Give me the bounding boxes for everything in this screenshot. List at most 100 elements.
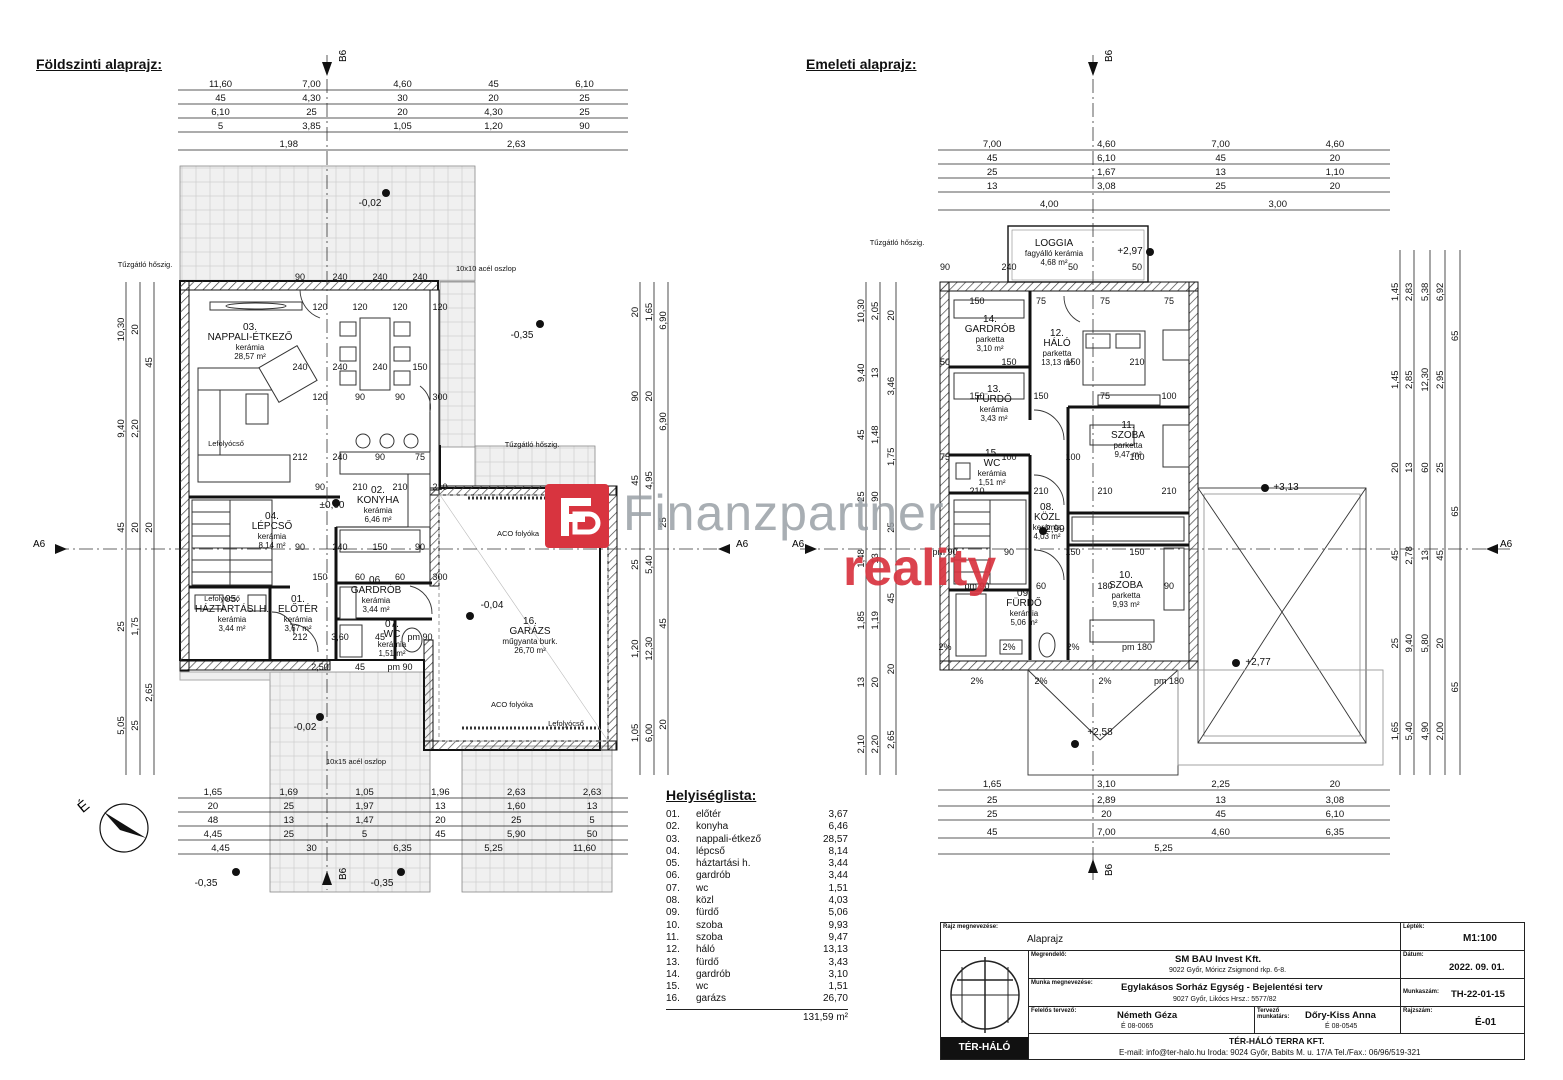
dimension-label: 3,00 [1269, 199, 1288, 210]
dimension-label: 11,60 [209, 79, 232, 90]
dimension-label: 6,90 [658, 412, 669, 431]
dimension-label: 7,00 [302, 79, 321, 90]
tb-designer-label: Felelős tervező: [1031, 1008, 1077, 1014]
room-list-total: 131,59 m² [666, 1008, 848, 1023]
room-area: 3,10 m² [976, 344, 1003, 353]
dimension-label: Tűzgátló hőszig. [118, 260, 173, 269]
dimension-label: 6,10 [211, 107, 230, 118]
dimension-label: 20 [658, 719, 669, 730]
room-name: KÖZL [1034, 511, 1061, 523]
ground-level-marks [232, 189, 544, 876]
room-floor: műgyanta burk. [502, 637, 557, 646]
room-list-number: 06. [666, 870, 680, 882]
room-number: 09. [1017, 588, 1031, 599]
tb-sheet: Rajzszám: É-01 [1401, 1007, 1525, 1034]
room-list-value: 3,67 [828, 809, 848, 820]
dimension-label: 100 [1001, 452, 1016, 462]
section-marker-right-upper [1486, 544, 1498, 554]
tb-date-value: 2022. 09. 01. [1449, 962, 1505, 973]
dimension-label: 2,65 [144, 683, 155, 702]
room-list-number: 05. [666, 858, 680, 870]
ground-dims-right-labels: 209045251,201,051,65204,955,4012,306,006… [630, 303, 669, 742]
dimension-label: 20 [644, 391, 655, 402]
tb-number-value: TH-22-01-15 [1451, 989, 1505, 1000]
dimension-label: 25 [1215, 181, 1226, 192]
tb-designer-value: Németh Géza [1117, 1010, 1178, 1021]
room-list-number: 15. [666, 981, 680, 993]
room-area: 3,43 m² [980, 414, 1007, 423]
dimension-label: 25 [130, 720, 141, 731]
dimension-label: 20 [1330, 153, 1341, 164]
dimension-label: ±0,00 [320, 500, 345, 511]
room-area: 13,13 m² [1041, 358, 1073, 367]
dimension-label: 6,10 [575, 79, 594, 90]
dimension-label: 4,45 [204, 829, 223, 840]
dimension-label: 3,08 [1326, 795, 1345, 806]
dimension-label: 4,60 [1097, 139, 1116, 150]
dimension-label: +2,99 [1039, 524, 1065, 535]
wall-garage-east [607, 485, 618, 751]
room-list-label: háztartási h. [696, 858, 751, 870]
dimension-label: 210 [1129, 357, 1144, 367]
dimension-label: 120 [352, 302, 367, 312]
dimension-label: 48 [208, 815, 219, 826]
dimension-label: 1,10 [1326, 167, 1345, 178]
dimension-label: 13 [587, 801, 598, 812]
dimension-label: 2% [938, 642, 951, 652]
tb-designer: Felelős tervező: Németh Géza É 08-0065 [1029, 1007, 1255, 1034]
dimension-label: 45 [116, 522, 127, 533]
dimension-label: 1,65 [644, 303, 655, 322]
dimension-label: 210 [969, 486, 984, 496]
dimension-label: 240 [332, 272, 347, 282]
room-number: 01. [291, 594, 305, 605]
dimension-label: 5 [218, 121, 223, 132]
room-area: 3,44 m² [362, 605, 389, 614]
dimension-label: 1,69 [280, 787, 299, 798]
dimension-label: 4,60 [393, 79, 412, 90]
dimension-label: +3,13 [1273, 482, 1299, 493]
dimension-label: 4,60 [1211, 827, 1230, 838]
dimension-label: 150 [1065, 357, 1080, 367]
room-area: 4,03 m² [1033, 532, 1060, 541]
room-area: 9,47 m² [1114, 450, 1141, 459]
dimension-label: 90 [579, 121, 590, 132]
section-label-b-bottom-upper: B6 [1104, 863, 1115, 876]
tb-client-value: SM BAU Invest Kft. [1175, 954, 1262, 965]
dimension-label: 3,10 [1097, 779, 1116, 790]
dimension-label: 4,45 [211, 843, 230, 854]
tb-scale-value: M1:100 [1463, 933, 1497, 944]
tb-client-label: Megrendelő: [1031, 952, 1067, 958]
dimension-label: 65 [1450, 506, 1461, 517]
room-list-value: 5,06 [828, 907, 848, 919]
bottom-left-paving [179, 671, 271, 681]
room-floor: parketta [1114, 441, 1143, 450]
north-label: É [74, 797, 93, 816]
dimension-label: 150 [412, 362, 427, 372]
dimension-label: 240 [332, 362, 347, 372]
dimension-label: 12,30 [1420, 368, 1431, 392]
dimension-label: 4,95 [644, 471, 655, 490]
upper-floor-title: Emeleti alaprajz: [806, 56, 917, 72]
tb-sheet-value: É-01 [1475, 1017, 1497, 1028]
dimension-label: 2% [1002, 642, 1015, 652]
dimension-label: 210 [392, 482, 407, 492]
dimension-label: 45 [355, 662, 365, 672]
dimension-label: 240 [1001, 262, 1016, 272]
dimension-label: 210 [1161, 486, 1176, 496]
dimension-label: 90 [940, 262, 950, 272]
room-list-label: nappali-étkező [696, 833, 762, 845]
dimension-label: 25 [886, 522, 897, 533]
dimension-label: ACO folyóka [491, 700, 534, 709]
section-marker-right [718, 544, 730, 554]
ground-dimension-lines [125, 89, 669, 855]
room-floor: kerámia [258, 532, 287, 541]
room-list-label: szoba [696, 931, 723, 943]
dimension-label: 45 [144, 357, 155, 368]
room-name: WC [384, 629, 401, 640]
ground-floor-plan [55, 55, 730, 893]
